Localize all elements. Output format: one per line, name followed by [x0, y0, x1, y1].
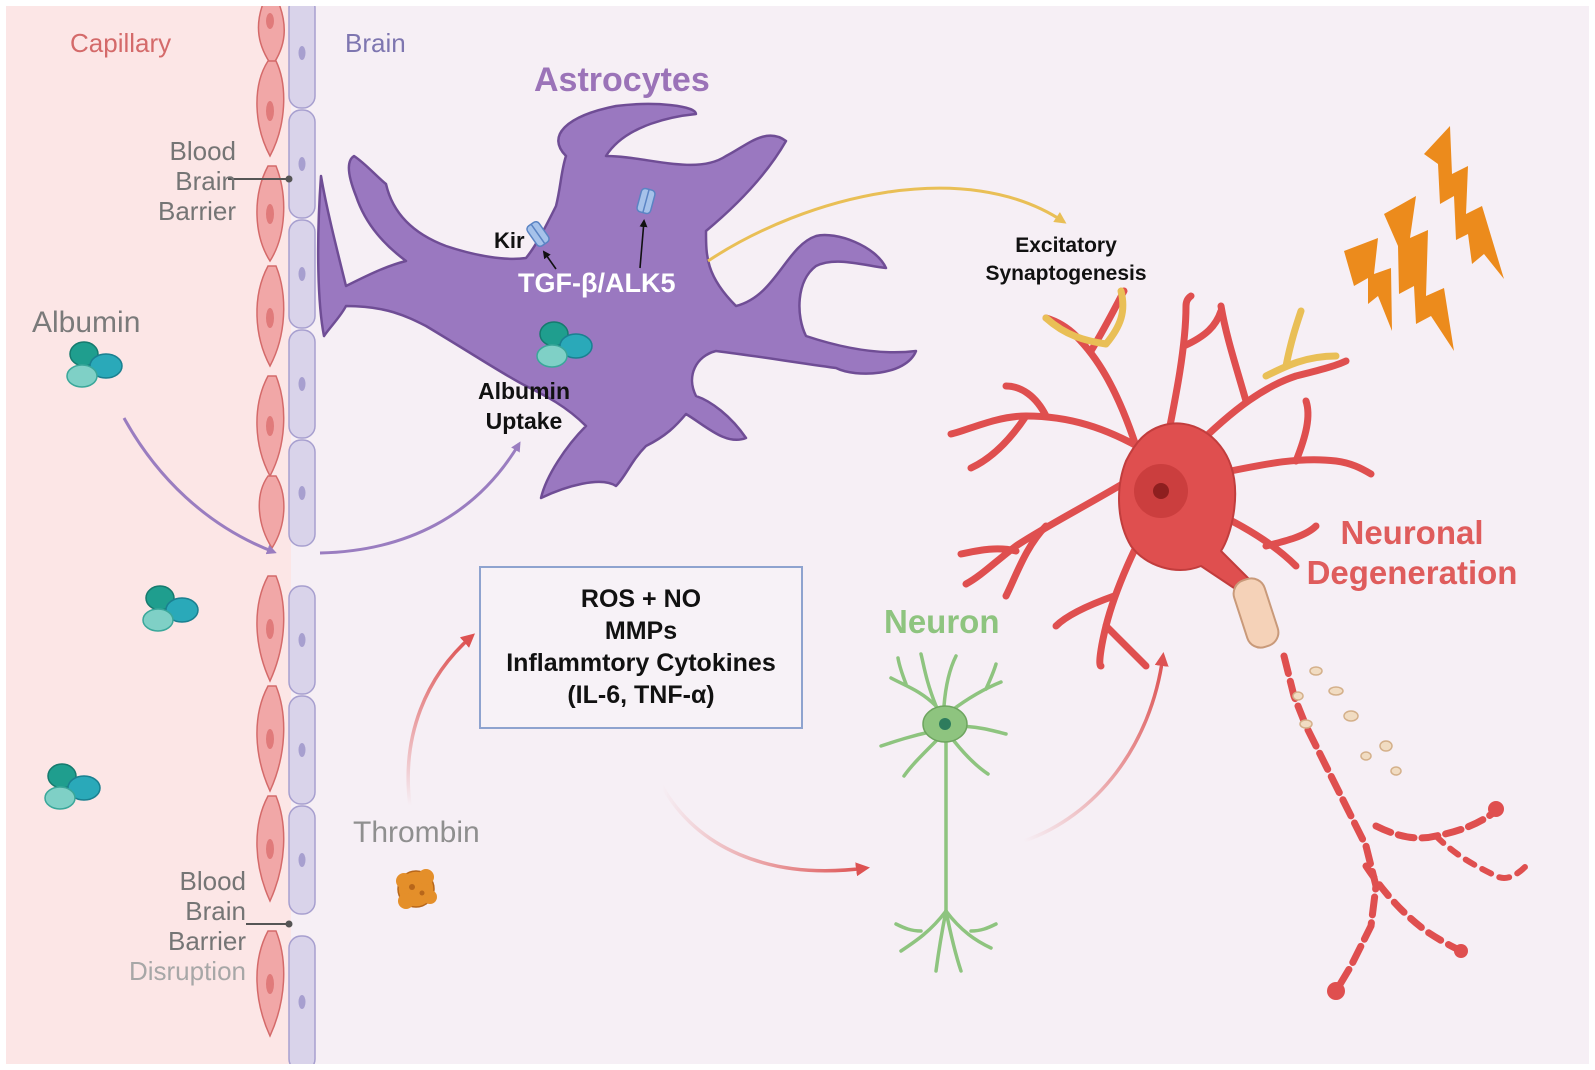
excit-line: Excitatory: [1015, 234, 1117, 257]
albumin-icon: [536, 321, 593, 368]
albumin-icon: [142, 585, 199, 632]
bbb-label-line: Brain: [175, 166, 236, 196]
albumin-label: Albumin: [32, 306, 141, 339]
albumin-icon: [44, 763, 101, 810]
kir-channel-icon: [636, 187, 656, 215]
astrocyte-cell: [316, 102, 918, 500]
albumin-leak-arrow: [122, 417, 277, 555]
bbb-pointer-bottom-dot: [285, 920, 293, 928]
mediator-line: Inflammtory Cytokines: [506, 649, 776, 677]
degen-line: Neuronal: [1340, 514, 1484, 551]
bbb-disruption-label: Blood Brain Barrier Disruption: [96, 866, 246, 986]
kir-arrow-1: [542, 250, 557, 270]
excit-line: Synaptogenesis: [985, 262, 1147, 285]
albumin-uptake-arrow: [319, 441, 521, 555]
mediator-line: (IL-6, TNF-α): [567, 681, 715, 709]
bbb-label-line: Barrier: [167, 926, 246, 956]
thrombin-icon: [396, 869, 437, 909]
bbb-label-line: Blood: [169, 136, 237, 166]
neuron-label: Neuron: [884, 603, 1000, 640]
albumin-icon: [66, 341, 123, 388]
kir-arrow-2: [639, 219, 648, 269]
capillary-label: Capillary: [70, 28, 172, 58]
lightning-icon: [1344, 126, 1504, 351]
neuron-to-degeneration-arrow: [1023, 652, 1169, 843]
bbb-pointer-top-dot: [285, 175, 293, 183]
astrocytes-title: Astrocytes: [534, 61, 710, 99]
thrombin-to-mediators-arrow: [406, 633, 476, 807]
mediator-line: ROS + NO: [580, 585, 702, 613]
bbb-label-line: Blood: [179, 866, 247, 896]
uptake-line: Albumin: [478, 378, 570, 404]
kir-label: Kir: [494, 228, 525, 253]
tgf-alk5-label: TGF-β/ALK5: [518, 268, 676, 298]
brain-label: Brain: [345, 28, 406, 58]
mediator-line: MMPs: [604, 617, 678, 645]
bbb-label-line: Brain: [185, 896, 246, 926]
diagram-frame: Capillary Brain Blood Brain Barrier Bloo…: [6, 6, 1589, 1064]
capillary-zone: [6, 6, 291, 1064]
albumin-uptake-label: Albumin Uptake: [454, 376, 594, 436]
degen-line: Degeneration: [1306, 554, 1518, 591]
mediators-box: ROS + NO MMPs Inflammtory Cytokines (IL-…: [479, 566, 803, 729]
kir-channel-icon: [526, 220, 550, 248]
mediators-to-neuron-arrow: [660, 785, 870, 877]
endothelial-wall: [256, 6, 285, 1038]
endothelial-nuclei: [266, 13, 274, 994]
uptake-line: Uptake: [485, 408, 563, 434]
healthy-neuron: [879, 652, 1008, 973]
diagram-graphics: [44, 6, 1529, 1064]
degenerating-neuron: [947, 287, 1375, 670]
brain-lining-nuclei: [298, 46, 306, 1009]
axon-fragments: [1280, 652, 1529, 1000]
synaptogenesis-arrow: [707, 186, 1067, 263]
bbb-label: Blood Brain Barrier: [106, 136, 236, 226]
neuronal-degeneration-label: Neuronal Degeneration: [1302, 513, 1522, 593]
bbb-label-line: Barrier: [157, 196, 236, 226]
bbb-label-line: Disruption: [128, 956, 246, 986]
thrombin-label: Thrombin: [353, 816, 480, 849]
excitatory-synaptogenesis-label: Excitatory Synaptogenesis: [966, 232, 1166, 288]
